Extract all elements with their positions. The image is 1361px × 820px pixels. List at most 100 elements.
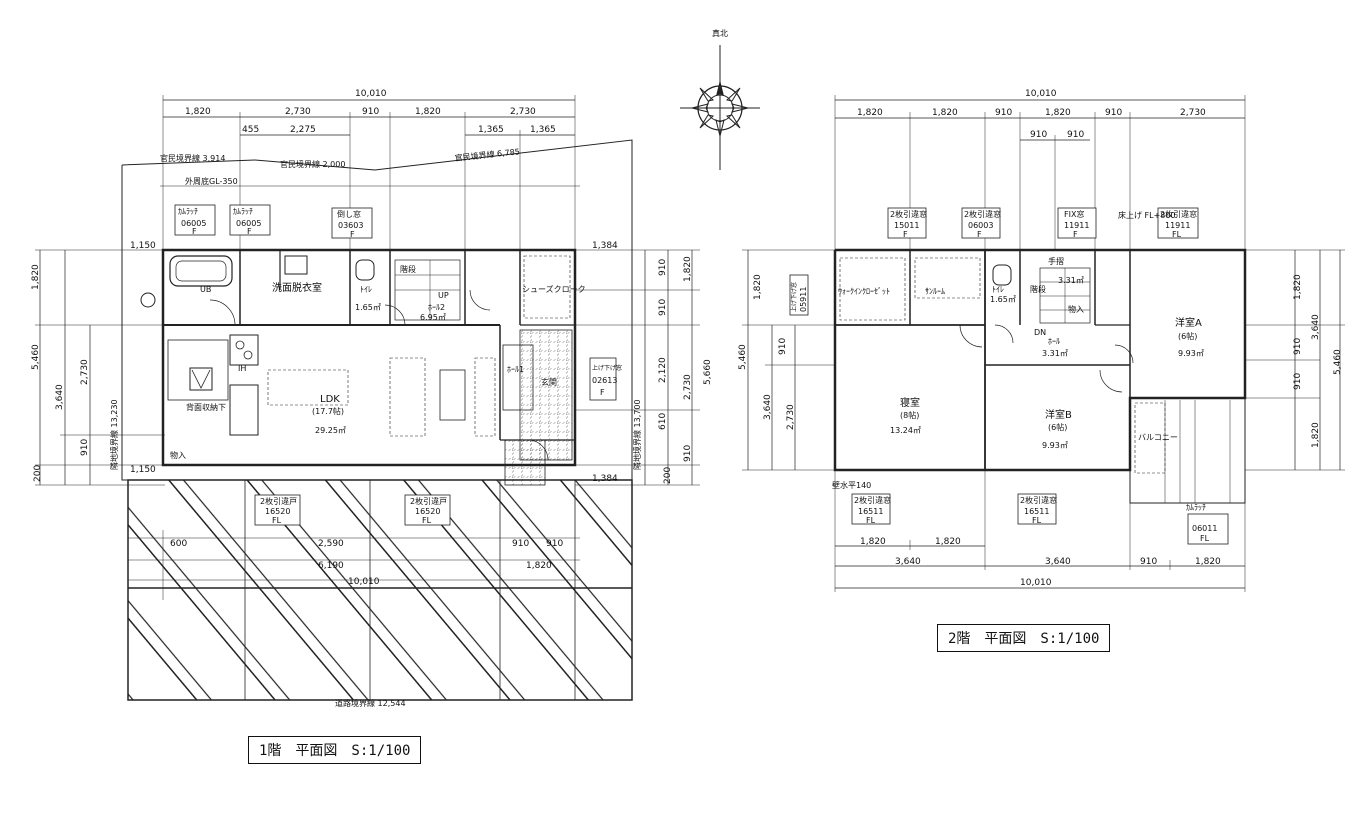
window-floor: FL [1172, 230, 1182, 239]
dim: 6,190 [318, 561, 344, 571]
dim: 3,640 [1311, 314, 1321, 340]
room-label: 玄関 [541, 377, 557, 387]
floor1-dimensions: 10,010 1,820 2,730 910 1,820 2,730 455 2… [31, 89, 713, 587]
floor2-window-text: 2枚引違窓 15011 F 2枚引違窓 06003 F FIX窓 11911 F… [790, 209, 1217, 543]
dim: 1,820 [1045, 108, 1071, 118]
dim: 2,590 [318, 539, 344, 549]
window-code: 11911 [1064, 221, 1089, 230]
dim: 3,640 [1045, 557, 1071, 567]
room-label: 壁水平140 [832, 480, 871, 490]
dim: 1,820 [185, 107, 211, 117]
room-label: UB [200, 285, 211, 294]
room-label: 9.93㎡ [1178, 349, 1204, 358]
dim: 2,275 [290, 125, 316, 135]
room-label: 階段 [1030, 284, 1046, 294]
room-label: シューズクローク [522, 284, 586, 294]
window-type: 上げ下げ窓 [592, 364, 622, 372]
north-label: 真北 [712, 28, 728, 38]
dim: 1,820 [415, 107, 441, 117]
dim: 1,820 [932, 108, 958, 118]
dim: 1,820 [526, 561, 552, 571]
room-label: (6帖) [1178, 331, 1197, 341]
window-type: 2枚引違窓 [1160, 209, 1197, 219]
window-floor: FL [422, 516, 432, 525]
boundary-label: 官民境界線 6,785 [454, 146, 520, 163]
room-label: 1.65㎡ [990, 295, 1016, 304]
room-label: 背面収納下 [186, 402, 226, 412]
window-type: ｶﾑﾗｯﾁ [178, 207, 198, 216]
room-label: ﾎｰﾙ2 [428, 303, 445, 312]
dim: 1,820 [860, 537, 886, 547]
dim: 5,660 [703, 359, 713, 385]
dim: 3,640 [55, 384, 65, 410]
dim: 910 [546, 539, 563, 549]
window-code: 16511 [858, 507, 883, 516]
dim: 910 [658, 299, 668, 316]
dim: 910 [1030, 130, 1047, 140]
dim: 1,150 [130, 241, 156, 251]
dim: 910 [362, 107, 379, 117]
dim: 2,730 [285, 107, 311, 117]
window-floor: FL [1200, 534, 1210, 543]
floor1-window-tags [174, 204, 617, 526]
dim: 910 [1140, 557, 1157, 567]
dim: 2,730 [510, 107, 536, 117]
dim: 2,120 [658, 357, 668, 383]
room-label: 29.25㎡ [315, 426, 346, 435]
dim: 910 [1105, 108, 1122, 118]
window-code: 06005 [181, 219, 206, 228]
dim: 910 [995, 108, 1012, 118]
floor2-plan [742, 95, 1345, 592]
north-arrow: 真北 [680, 28, 760, 170]
room-label: ﾎｰﾙ1 [507, 365, 524, 374]
dim-total-top: 10,010 [355, 89, 387, 99]
floor2-title: 2階 平面図 S:1/100 [937, 624, 1111, 652]
dim: 2,730 [786, 404, 796, 430]
room-label: 6.95㎡ [420, 313, 446, 322]
window-code: 11911 [1165, 221, 1190, 230]
floor1-title: 1階 平面図 S:1/100 [248, 736, 422, 764]
room-label: バルコニー [1138, 433, 1178, 442]
dim: 910 [1293, 338, 1303, 355]
dim: 910 [80, 439, 90, 456]
window-floor: F [350, 230, 355, 239]
room-label: 9.93㎡ [1042, 441, 1068, 450]
dim: 1,820 [1293, 274, 1303, 300]
room-label: 1.65㎡ [355, 303, 381, 312]
window-type: 2枚引違窓 [890, 209, 927, 219]
dim: 455 [242, 125, 259, 135]
room-label: 手摺 [1048, 256, 1064, 266]
window-type: 2枚引違窓 [964, 209, 1001, 219]
floor-raise-note: 床上げ FL+800 [1118, 210, 1176, 220]
dim: 3,640 [763, 394, 773, 420]
room-label: ﾄｲﾚ [360, 285, 372, 294]
dim: 1,384 [592, 241, 618, 251]
window-floor: F [977, 230, 982, 239]
boundary-label: 道路境界線 12,544 [335, 698, 406, 708]
window-code: 06003 [968, 221, 993, 230]
dim: 5,460 [738, 344, 748, 370]
room-label: ﾎｰﾙ [1048, 337, 1060, 346]
dim: 910 [778, 338, 788, 355]
dim: 600 [170, 539, 187, 549]
room-label: 物入 [170, 450, 186, 460]
window-floor: F [192, 227, 197, 236]
window-code: 15011 [894, 221, 919, 230]
room-label: 13.24㎡ [890, 426, 921, 435]
window-type: 2枚引違戸 [410, 496, 447, 506]
boundary-label: 外周底GL-350 [185, 176, 238, 186]
room-label: 物入 [1068, 304, 1084, 314]
window-type: FIX窓 [1064, 209, 1084, 219]
room-label: (17.7帖) [312, 406, 344, 416]
room-label: (8帖) [900, 410, 919, 420]
dim: 610 [658, 413, 668, 430]
dim: 10,010 [348, 577, 380, 587]
dim: 1,384 [592, 474, 618, 484]
floor1-window-text: ｶﾑﾗｯﾁ 06005 F ｶﾑﾗｯﾁ 06005 F 倒し窓 03603 F … [178, 207, 622, 525]
dim: 1,820 [935, 537, 961, 547]
window-type: ｶﾑﾗｯﾁ [233, 207, 253, 216]
dim: 910 [683, 445, 693, 462]
dim: 1,820 [1311, 422, 1321, 448]
dim: 1,365 [478, 125, 504, 135]
floor2-window-tags [789, 207, 1229, 545]
